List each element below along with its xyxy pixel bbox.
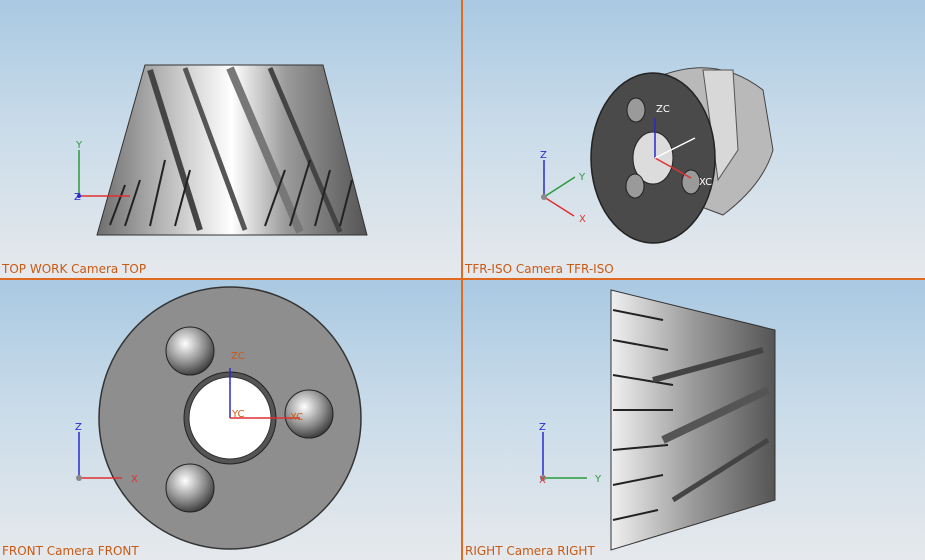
viewport-top-label: TOP WORK Camera TOP (2, 262, 147, 276)
viewport-iso-label: TFR-ISO Camera TFR-ISO (465, 262, 614, 276)
top-axis-z-label: Z (74, 192, 81, 203)
right-view-model[interactable] (463, 280, 925, 560)
front-axis-z-label: Z (75, 422, 82, 433)
viewport-right[interactable]: Z Y X RIGHT Camera RIGHT (463, 280, 925, 560)
top-view-model[interactable] (0, 0, 461, 278)
right-view-triad: Z Y X (539, 422, 602, 486)
iso-axis-x-label: X (579, 214, 586, 225)
iso-axis-z-label: Z (540, 150, 547, 161)
front-axis-xc-label: XC (290, 412, 303, 423)
viewport-divider-horizontal[interactable] (0, 278, 925, 280)
front-view-model[interactable]: ZC YC XC (0, 280, 461, 560)
viewport-divider-vertical[interactable] (461, 0, 463, 560)
front-axis-yc-label: YC (231, 409, 245, 420)
top-view-triad: Y Z (74, 140, 130, 203)
viewport-right-label: RIGHT Camera RIGHT (465, 544, 595, 558)
right-axis-z-label: Z (539, 422, 546, 433)
iso-axis-zc-label: ZC (656, 104, 670, 115)
front-axis-zc-label: ZC (231, 351, 245, 362)
iso-view-model[interactable]: ZC XC (463, 0, 925, 278)
viewport-top[interactable]: Y Z TOP WORK Camera TOP (0, 0, 461, 278)
viewport-front-label: FRONT Camera FRONT (2, 544, 139, 558)
right-axis-x-label: X (539, 475, 546, 486)
front-view-triad: Z X (75, 422, 138, 485)
viewport-iso[interactable]: ZC XC Z Y X TFR-ISO Camera TFR-ISO (463, 0, 925, 278)
iso-axis-xc-label: XC (699, 177, 712, 188)
front-axis-x-label: X (131, 474, 138, 485)
iso-axis-y-label: Y (578, 172, 586, 183)
iso-view-triad: Z Y X (540, 150, 586, 225)
viewport-front[interactable]: ZC YC XC Z X FRONT Camera FRONT (0, 280, 461, 560)
right-axis-y-label: Y (594, 474, 602, 485)
top-axis-y-label: Y (75, 140, 83, 151)
